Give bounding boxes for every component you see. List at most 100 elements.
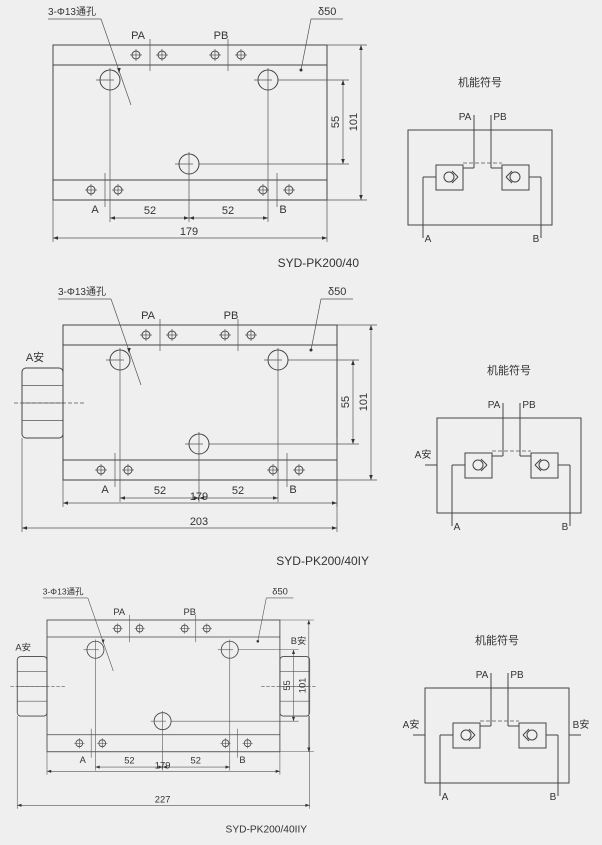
symbol-title: 机能符号 <box>475 633 519 647</box>
leader-line <box>257 597 267 642</box>
leader-line <box>110 298 142 386</box>
leader-line <box>300 18 312 71</box>
seat <box>534 458 542 466</box>
dimension-arrow <box>307 620 311 625</box>
dimension-arrow <box>351 360 355 365</box>
dimension-55: 55 <box>330 116 342 128</box>
dimension-arrow <box>359 45 363 50</box>
safety-a-label: A安 <box>26 350 44 364</box>
safety-a-label: A安 <box>15 642 31 653</box>
symbol-b-label: B <box>562 522 569 533</box>
seat <box>505 176 513 184</box>
dimension-52-left: 52 <box>124 756 134 766</box>
dimension-arrow <box>110 216 115 220</box>
leader-dot <box>256 639 260 643</box>
valve-plate <box>62 324 338 481</box>
dimension-arrow <box>117 68 121 73</box>
port-pb-label: PB <box>224 310 239 322</box>
seat <box>534 464 542 472</box>
symbol-safety-a-label: A安 <box>403 718 420 731</box>
through-hole-label: 3-Φ13通孔 <box>43 587 84 597</box>
valve-plate <box>52 44 328 201</box>
symbol-pb-label: PB <box>510 670 524 681</box>
seat <box>468 734 476 742</box>
check-ball-icon <box>460 729 472 741</box>
dimension-arrow <box>53 236 58 240</box>
symbol-pa-label: PA <box>459 112 472 123</box>
dimension-arrow <box>101 639 105 644</box>
port-pb-label: PB <box>184 607 196 617</box>
port-a-label: A <box>91 204 99 216</box>
seat <box>505 170 513 178</box>
dimension-total-width: 203 <box>190 516 208 528</box>
dimension-55: 55 <box>340 396 352 408</box>
dimension-arrow <box>17 803 22 807</box>
dimension-arrow <box>273 496 278 500</box>
symbol-frame <box>407 129 553 226</box>
dimension-179: 179 <box>180 226 198 238</box>
symbol-a-label: A <box>454 522 461 533</box>
check-ball-icon <box>509 171 521 183</box>
check-valve-left <box>452 722 481 749</box>
check-ball-icon <box>472 459 484 471</box>
dimension-arrow <box>307 747 311 752</box>
symbol-a-label: A <box>442 792 449 803</box>
dimension-arrow <box>291 716 296 722</box>
symbol-title: 机能符号 <box>487 363 531 377</box>
dimension-52-left: 52 <box>144 205 156 217</box>
safety-b-label: B安 <box>291 635 307 646</box>
dimension-arrow <box>341 80 345 85</box>
dimension-arrow <box>275 769 280 773</box>
leader-dot <box>309 348 313 352</box>
seat <box>480 458 488 466</box>
dimension-arrow <box>95 765 100 769</box>
port-a-label: A <box>80 755 87 765</box>
port-b-label: B <box>279 204 286 216</box>
dimension-52-right: 52 <box>222 205 234 217</box>
dimension-arrow <box>332 501 337 505</box>
symbol-pa-label: PA <box>476 670 489 681</box>
symbol-pb-label: PB <box>493 112 507 123</box>
dimension-55: 55 <box>282 680 292 690</box>
symbol-pb-label: PB <box>522 400 536 411</box>
dimension-arrow <box>263 216 268 220</box>
check-ball-icon <box>526 729 538 741</box>
symbol-b-label: B <box>550 792 557 803</box>
symbol-pa-label: PA <box>488 400 501 411</box>
check-valve-left <box>435 164 464 191</box>
dimension-total-width: 227 <box>155 795 171 805</box>
thickness-label: δ50 <box>328 286 346 298</box>
dimension-arrow <box>199 496 204 500</box>
dimension-arrow <box>351 439 355 444</box>
dimension-arrow <box>63 501 68 505</box>
dimension-101: 101 <box>348 113 360 131</box>
port-b-label: B <box>289 484 296 496</box>
function-symbol-3: 机能符号 PA PB A B A安 B安 <box>403 633 590 803</box>
seat <box>522 728 530 736</box>
model-number: SYD-PK200/40 <box>278 256 360 270</box>
check-ball-icon <box>443 171 455 183</box>
check-ball-icon <box>538 459 550 471</box>
dimension-arrow <box>162 765 167 769</box>
symbol-b-label: B <box>533 234 540 245</box>
dimension-arrow <box>369 325 373 330</box>
dimension-arrow <box>225 765 230 769</box>
dimension-arrow <box>341 159 345 164</box>
dimension-arrow <box>47 769 52 773</box>
dimension-101: 101 <box>358 393 370 411</box>
seat <box>451 170 459 178</box>
dimension-101: 101 <box>297 678 307 694</box>
dimension-arrow <box>322 236 327 240</box>
port-pa-label: PA <box>131 30 146 42</box>
dimension-arrow <box>305 803 310 807</box>
symbol-title: 机能符号 <box>458 75 502 89</box>
seat <box>468 728 476 736</box>
dimension-arrow <box>359 195 363 200</box>
dimension-arrow <box>332 526 337 530</box>
symbol-safety-b-label: B安 <box>573 718 590 731</box>
thickness-label: δ50 <box>318 6 336 18</box>
